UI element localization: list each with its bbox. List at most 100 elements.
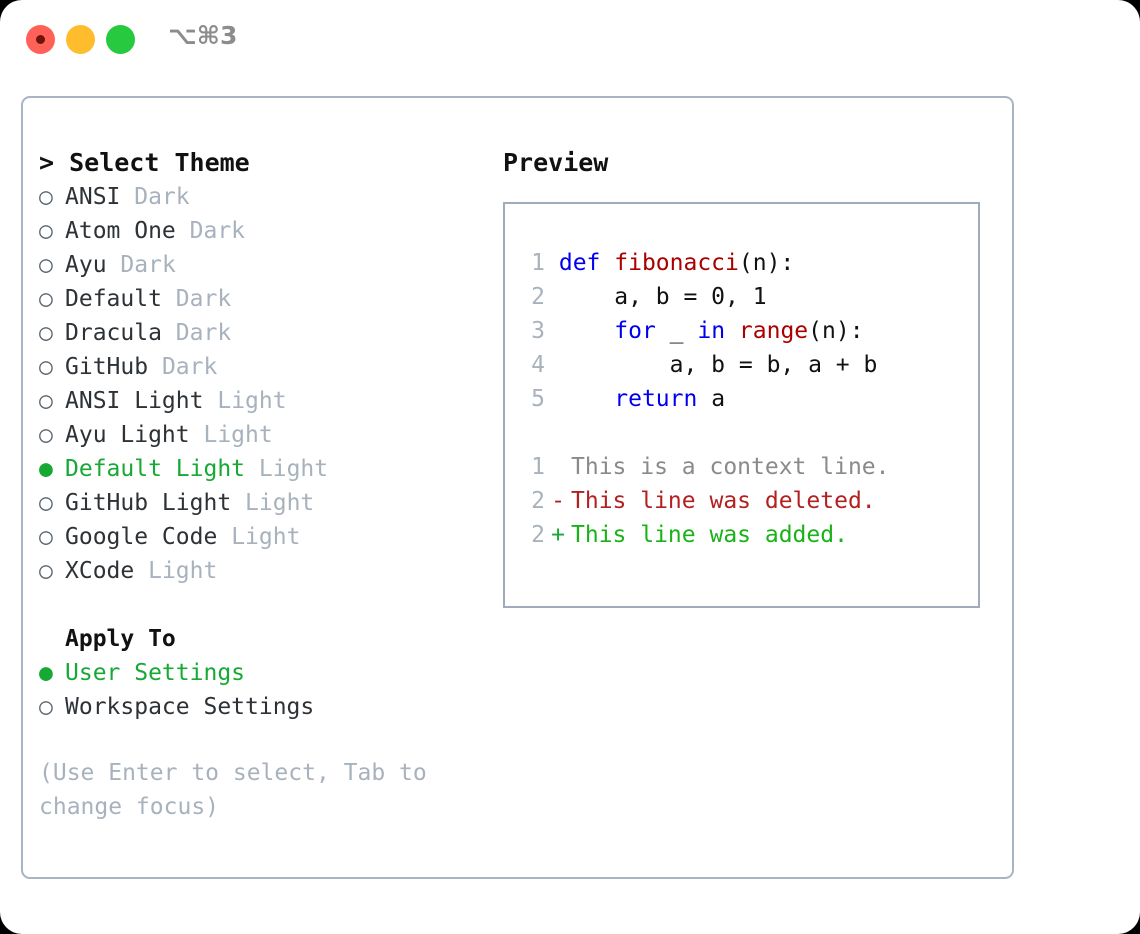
theme-selection-column: > Select Theme ○ANSI Dark○Atom One Dark○… xyxy=(39,146,489,824)
code-token: a, b = b, a + b xyxy=(558,352,878,378)
theme-picker-panel: > Select Theme ○ANSI Dark○Atom One Dark○… xyxy=(21,96,1014,879)
code-line: 4 a, b = b, a + b xyxy=(519,348,890,382)
apply-to-option-user-settings[interactable]: ● User Settings xyxy=(39,656,489,690)
close-button[interactable] xyxy=(26,25,55,54)
theme-list[interactable]: ○ANSI Dark○Atom One Dark○Ayu Dark○Defaul… xyxy=(39,180,489,588)
diff-text: This line was added. xyxy=(571,522,848,548)
radio-unselected-icon: ○ xyxy=(39,252,53,278)
line-number: 1 xyxy=(531,454,545,480)
code-line: 1 def fibonacci(n): xyxy=(519,246,890,280)
theme-option-dracula[interactable]: ○Dracula Dark xyxy=(39,316,489,350)
diff-sign xyxy=(545,450,571,484)
radio-unselected-icon: ○ xyxy=(39,184,53,210)
line-number: 5 xyxy=(531,386,545,412)
code-blank-line xyxy=(519,416,890,450)
code-line: 2 a, b = 0, 1 xyxy=(519,280,890,314)
radio-unselected-icon: ○ xyxy=(39,490,53,516)
diff-text: This is a context line. xyxy=(571,454,890,480)
line-number: 2 xyxy=(531,522,545,548)
line-number: 2 xyxy=(531,284,545,310)
theme-option-default-light[interactable]: ● Default Light Light xyxy=(39,452,489,486)
theme-option-label: Default Light xyxy=(65,456,246,482)
theme-category-tag: Light xyxy=(231,524,301,550)
line-number: 3 xyxy=(531,318,545,344)
theme-category-tag: Light xyxy=(245,490,315,516)
code-token: for xyxy=(614,318,656,344)
theme-category-tag: Dark xyxy=(175,320,232,346)
code-token: in xyxy=(697,318,726,344)
theme-option-xcode[interactable]: ○ XCode Light xyxy=(39,554,489,588)
preview-column: Preview 1 def fibonacci(n):2 a, b = 0, 1… xyxy=(503,146,993,608)
code-token: _ xyxy=(655,318,698,344)
theme-option-github-light[interactable]: ○ GitHub Light Light xyxy=(39,486,489,520)
diff-line-del: 2-This line was deleted. xyxy=(519,484,890,518)
apply-to-option-workspace-settings[interactable]: ○Workspace Settings xyxy=(39,690,489,724)
preview-title: Preview xyxy=(503,148,609,177)
diff-sign: - xyxy=(551,488,565,514)
code-token: fibonacci xyxy=(614,250,739,276)
theme-category-tag: Dark xyxy=(120,252,176,278)
maximize-button[interactable] xyxy=(106,25,135,54)
radio-unselected-icon: ○ xyxy=(39,218,53,244)
radio-unselected-icon: ○ xyxy=(39,694,53,720)
theme-option-label: Default xyxy=(65,286,162,312)
code-token: (n): xyxy=(738,250,795,276)
apply-to-header: Apply To xyxy=(65,626,176,652)
radio-unselected-icon: ○ xyxy=(39,524,53,550)
radio-unselected-icon: ○ xyxy=(39,286,53,312)
theme-option-label: GitHub Light xyxy=(65,490,232,516)
theme-category-tag: Dark xyxy=(175,286,232,312)
section-spacer xyxy=(39,588,489,622)
diff-line-add: 2+This line was added. xyxy=(519,518,890,552)
theme-category-tag: Dark xyxy=(134,184,190,210)
minimize-button[interactable] xyxy=(66,25,95,54)
theme-option-ansi-light[interactable]: ○ ANSI Light Light xyxy=(39,384,489,418)
theme-category-tag: Light xyxy=(203,422,273,448)
radio-selected-icon: ● xyxy=(39,456,53,482)
theme-option-label: Ayu Light xyxy=(65,422,190,448)
theme-option-label: Google Code xyxy=(65,524,218,550)
theme-option-google-code[interactable]: ○ Google Code Light xyxy=(39,520,489,554)
radio-unselected-icon: ○ xyxy=(39,388,53,414)
apply-to-option-label: User Settings xyxy=(65,660,246,686)
theme-option-github[interactable]: ○GitHub Dark xyxy=(39,350,489,384)
code-token: (n): xyxy=(808,318,864,344)
theme-category-tag: Light xyxy=(217,388,287,414)
theme-option-atom-one[interactable]: ○Atom One Dark xyxy=(39,214,489,248)
radio-unselected-icon: ○ xyxy=(39,422,53,448)
code-token: a, b = 0, 1 xyxy=(558,284,767,310)
theme-option-label: XCode xyxy=(65,558,135,584)
theme-category-tag: Light xyxy=(258,456,329,482)
select-theme-header: > Select Theme xyxy=(39,148,250,177)
line-number: 1 xyxy=(531,250,545,276)
code-token xyxy=(559,386,614,412)
code-token xyxy=(725,318,739,344)
marker-placeholder: ○ xyxy=(39,622,65,656)
radio-unselected-icon: ○ xyxy=(39,558,53,584)
diff-text: This line was deleted. xyxy=(571,488,876,514)
diff-sign: + xyxy=(551,522,565,548)
theme-option-ayu-light[interactable]: ○ Ayu Light Light xyxy=(39,418,489,452)
theme-option-default[interactable]: ○ Default Dark xyxy=(39,282,489,316)
apply-to-group[interactable]: ○Apply To●User Settings○Workspace Settin… xyxy=(39,622,489,724)
code-line: 5 return a xyxy=(519,382,890,416)
line-number: 2 xyxy=(531,488,545,514)
theme-option-label: ANSI Light xyxy=(65,388,204,414)
close-icon xyxy=(36,35,45,44)
code-token xyxy=(559,318,614,344)
title-bar: ⌥⌘3 xyxy=(0,0,1140,78)
theme-option-label: Dracula xyxy=(65,320,162,346)
theme-option-ayu[interactable]: ○Ayu Dark xyxy=(39,248,489,282)
keyboard-hint: (Use Enter to select, Tab to change focu… xyxy=(39,760,441,820)
theme-option-ansi[interactable]: ○ ANSI Dark xyxy=(39,180,489,214)
theme-category-tag: Light xyxy=(148,558,218,584)
apply-to-header-row: ○Apply To xyxy=(39,622,489,656)
theme-category-tag: Dark xyxy=(161,354,218,380)
radio-selected-icon: ● xyxy=(39,660,53,686)
theme-option-label: Atom One xyxy=(65,218,176,244)
theme-option-label: ANSI xyxy=(65,184,121,210)
keyboard-shortcut-label: ⌥⌘3 xyxy=(168,21,238,50)
